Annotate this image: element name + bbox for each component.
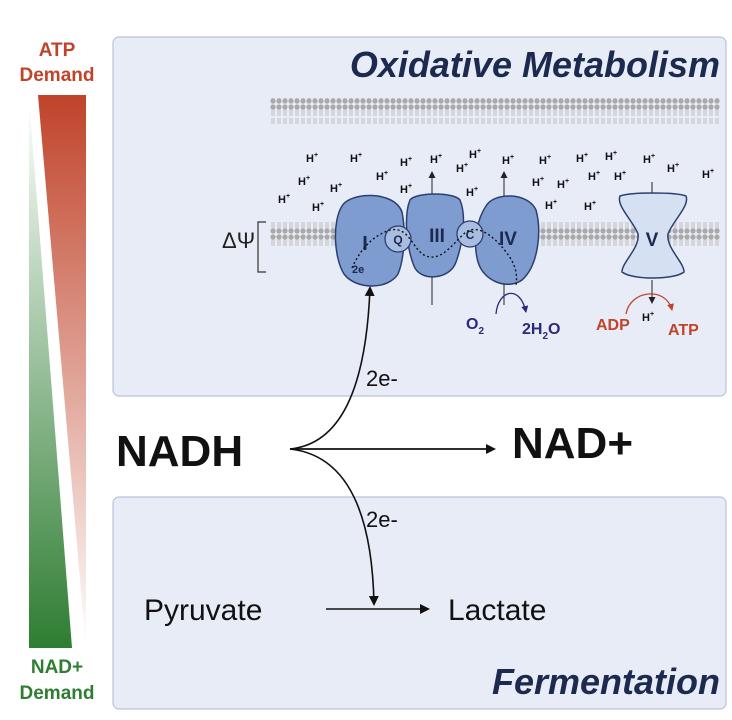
fermentation-title: Fermentation xyxy=(492,661,720,702)
complex-i xyxy=(334,194,405,287)
proton: H+ xyxy=(702,168,714,181)
proton: H+ xyxy=(584,200,596,213)
proton: H+ xyxy=(350,152,362,165)
electron-to-complex-i-arrow xyxy=(289,286,375,450)
proton: H+ xyxy=(469,148,481,161)
oxygen-reduction-arrow xyxy=(495,292,529,315)
pyruvate-label: Pyruvate xyxy=(144,594,262,627)
proton: H+ xyxy=(532,176,544,189)
atp-demand-wedge xyxy=(38,95,86,648)
nad-plus-label: NAD+ xyxy=(512,419,633,468)
nad-demand-wedge xyxy=(29,98,72,648)
proton: H+ xyxy=(466,186,478,199)
two-electron-lower-label: 2e- xyxy=(366,507,398,532)
proton: H+ xyxy=(298,175,310,188)
oxidative-title: Oxidative Metabolism xyxy=(350,44,720,85)
delta-psi-bracket xyxy=(257,221,266,273)
atp-demand-label-line1: ATP xyxy=(39,40,76,61)
complex-v-label: V xyxy=(646,230,659,251)
oxygen-label: O2 xyxy=(466,316,484,337)
electron-to-fermentation-arrow xyxy=(289,448,379,606)
ubiquinone-q-label: Q xyxy=(393,233,402,247)
adp-atp-arrow xyxy=(625,293,674,315)
proton: H+ xyxy=(376,170,388,183)
proton: H+ xyxy=(456,162,468,175)
nadh-flow: NADH NAD+ 2e- 2e- xyxy=(116,286,633,606)
fermentation-panel-bg xyxy=(112,496,727,710)
proton: H+ xyxy=(588,170,600,183)
electron-path xyxy=(351,228,518,286)
atp-label: ATP xyxy=(668,322,699,339)
atp-demand-label-line2: Demand xyxy=(20,65,95,86)
proton: H+ xyxy=(278,193,290,206)
water-label: 2H2O xyxy=(522,321,560,342)
complex-iii-label: III xyxy=(429,226,445,247)
proton: H+ xyxy=(643,153,655,166)
proton: H+ xyxy=(502,154,514,167)
proton-cloud: H+ H+ H+ H+ H+ H+ H+ H+ H+ H+ H+ H+ H+ H… xyxy=(278,148,714,214)
complex-i-label: I xyxy=(362,233,368,255)
atp-synthase-proton: H+ xyxy=(642,311,654,324)
proton: H+ xyxy=(605,150,617,163)
proton: H+ xyxy=(614,170,626,183)
nad-demand-label-line2: Demand xyxy=(20,683,95,704)
complex-v xyxy=(618,192,688,279)
demand-gradient: ATP Demand NAD+ Demand xyxy=(20,40,95,704)
proton: H+ xyxy=(400,156,412,169)
proton: H+ xyxy=(330,182,342,195)
two-electron-upper-label: 2e- xyxy=(366,366,398,391)
proton: H+ xyxy=(667,162,679,175)
nad-demand-label-line1: NAD+ xyxy=(31,657,83,678)
outer-membrane xyxy=(270,98,720,124)
cytochrome-c-label: C xyxy=(466,228,475,242)
proton: H+ xyxy=(539,154,551,167)
fermentation-panel: Pyruvate Lactate Fermentation xyxy=(112,496,727,710)
cytochrome-c xyxy=(456,220,484,248)
complex-i-2e-label: 2e xyxy=(352,264,364,276)
proton: H+ xyxy=(312,201,324,214)
adp-label: ADP xyxy=(596,317,630,334)
proton: H+ xyxy=(545,199,557,212)
proton: H+ xyxy=(576,152,588,165)
delta-psi-label: ΔΨ xyxy=(222,228,255,253)
complex-iv-label: IV xyxy=(499,229,517,250)
oxidative-panel: Oxidative Metabolism ΔΨ H+ H+ H+ H+ H+ H… xyxy=(112,36,727,397)
lactate-label: Lactate xyxy=(448,594,546,627)
proton: H+ xyxy=(430,153,442,166)
proton: H+ xyxy=(557,178,569,191)
nadh-label: NADH xyxy=(116,427,243,476)
ubiquinone-q xyxy=(384,225,412,253)
proton: H+ xyxy=(306,152,318,165)
proton: H+ xyxy=(400,183,412,196)
